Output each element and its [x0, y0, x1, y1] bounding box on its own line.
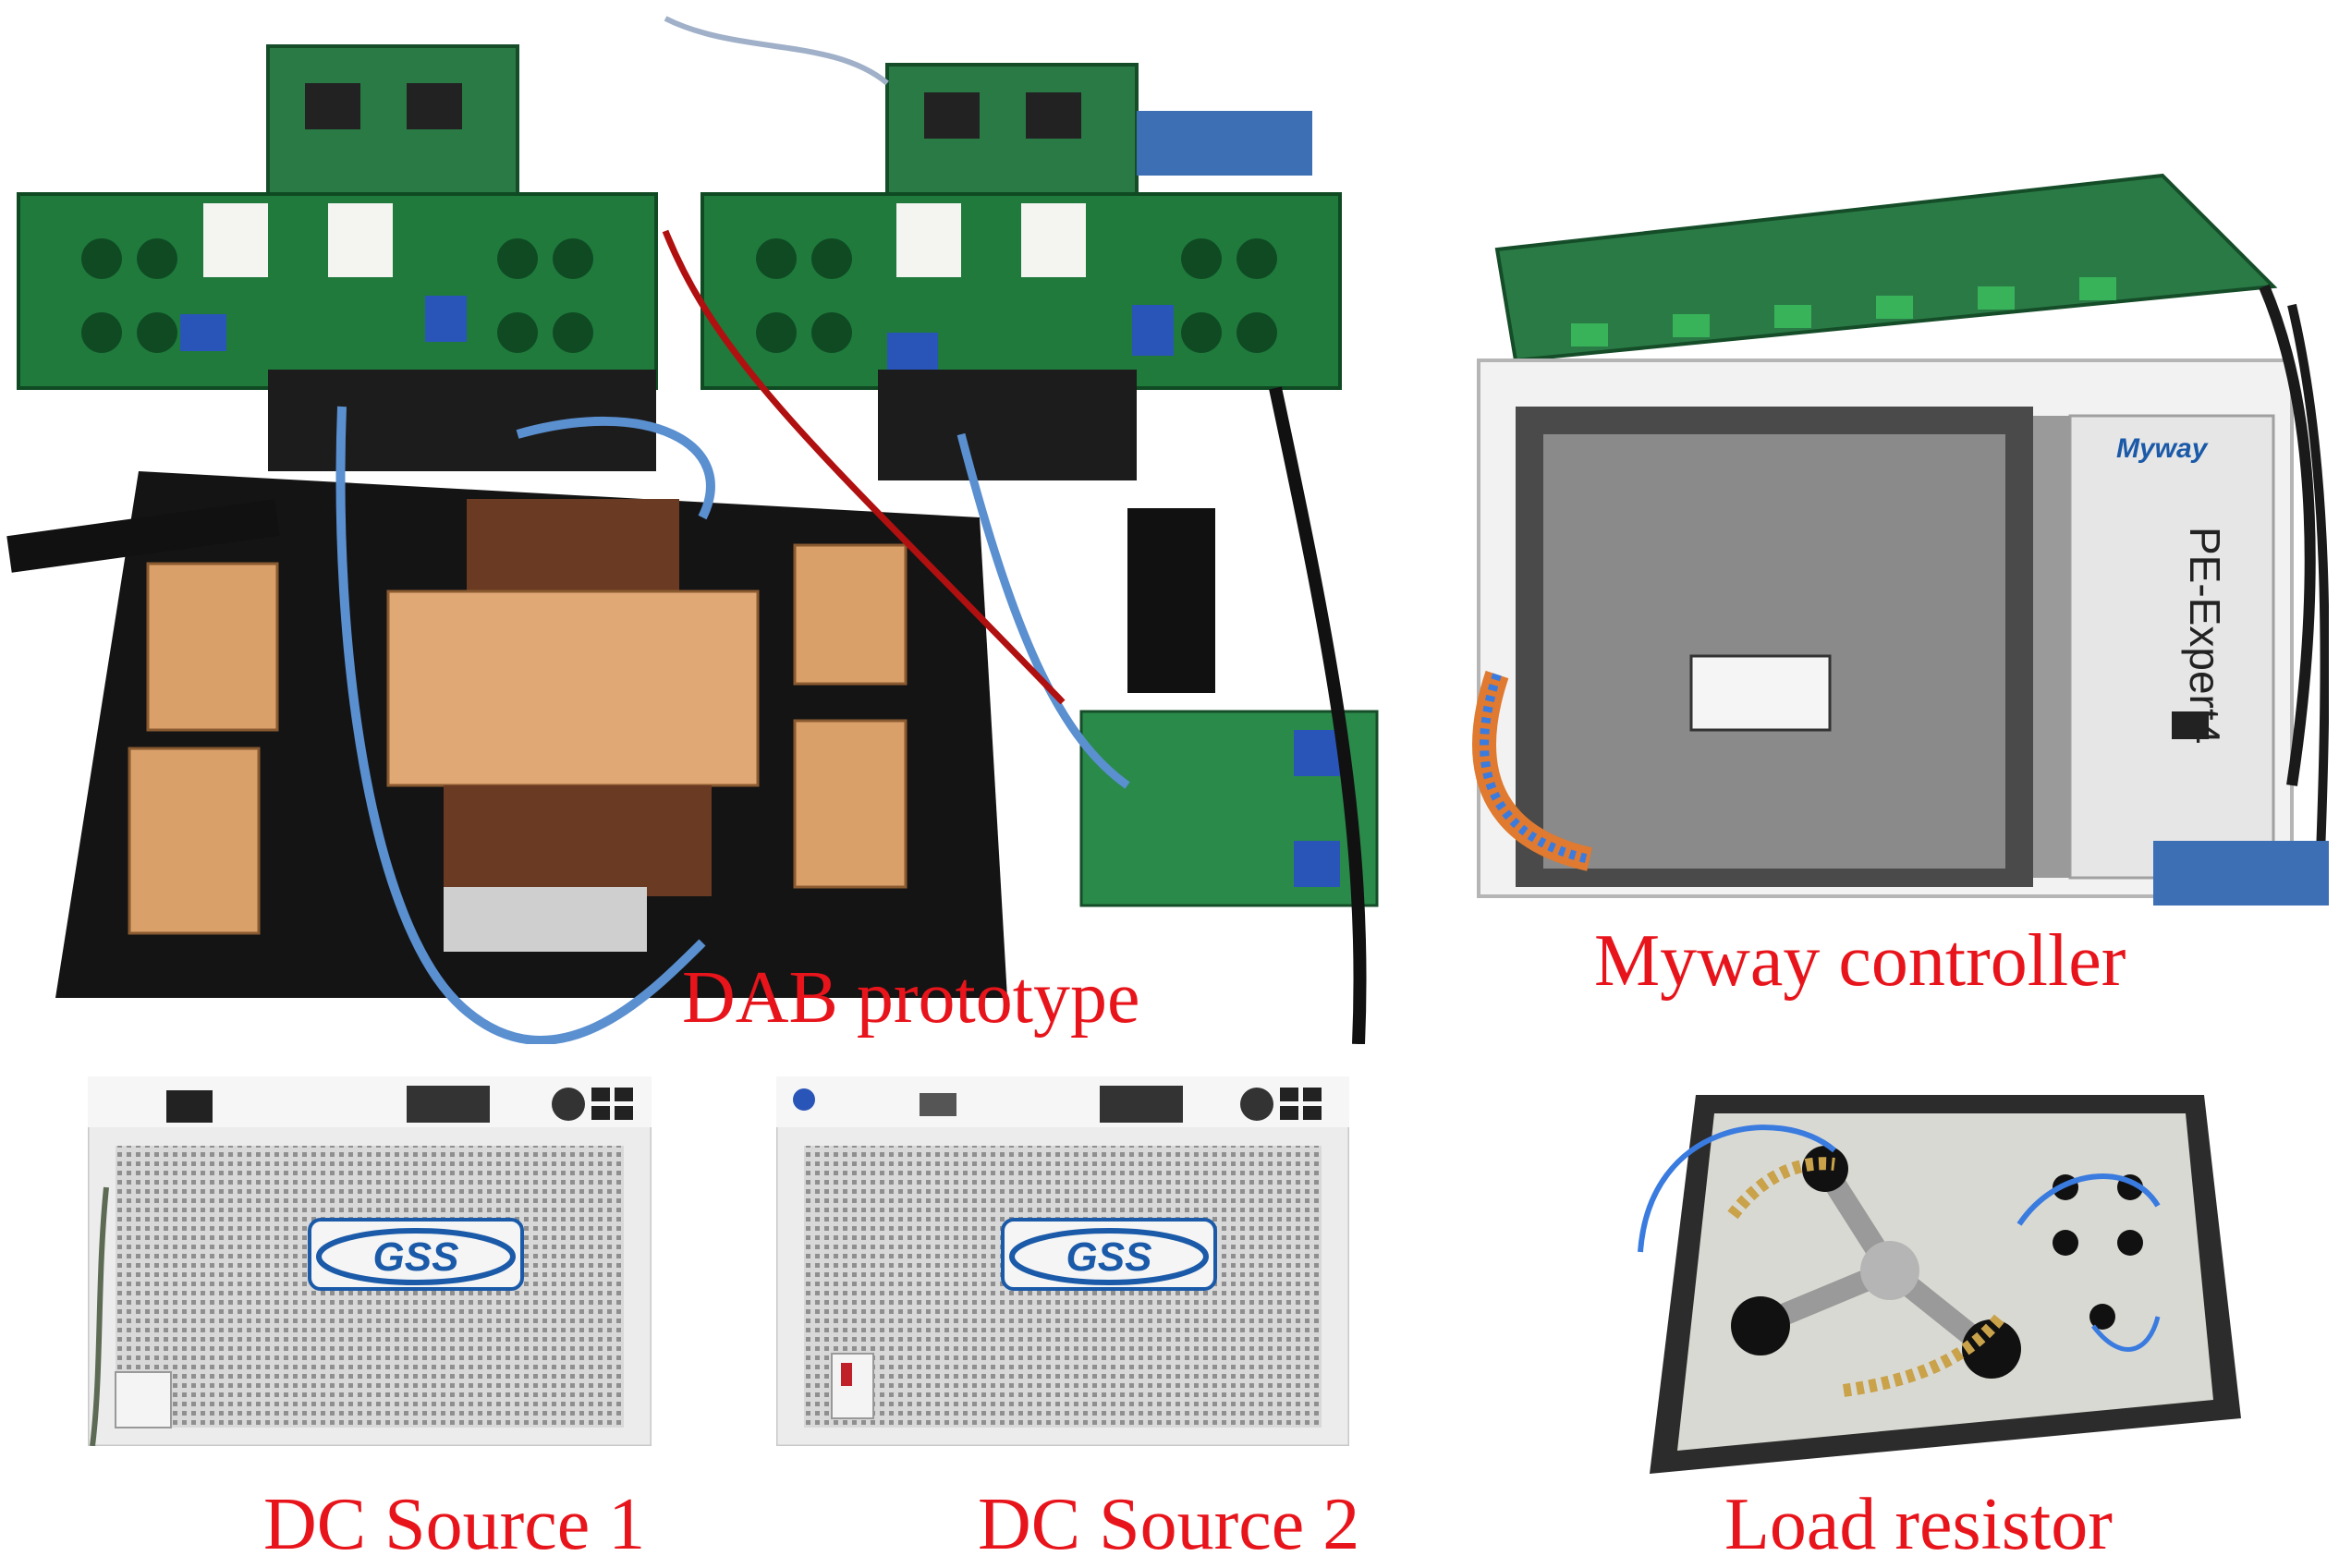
caption-dc-source-2: DC Source 2 — [978, 1484, 1360, 1565]
caption-dc-source-1: DC Source 1 — [263, 1484, 646, 1565]
caption-myway-controller: Myway controller — [1594, 920, 2126, 1002]
gss-logo-source-2: GSS — [1066, 1234, 1152, 1280]
caption-dab-prototype: DAB prototype — [682, 957, 1140, 1039]
dc-source-1-photo: GSS — [88, 1076, 652, 1446]
dc-source-2-photo: GSS — [776, 1076, 1349, 1446]
pe-expert-label: PE-Expert4 — [2181, 527, 2229, 744]
caption-load-resistor: Load resistor — [1724, 1484, 2113, 1565]
myway-brand-label: Myway — [2116, 433, 2209, 464]
dab-prototype-photo — [0, 0, 1386, 1044]
gss-logo-source-1: GSS — [373, 1234, 459, 1280]
myway-controller-photo: Myway PE-Expert4 — [1460, 139, 2329, 915]
load-resistor-photo — [1613, 1086, 2241, 1474]
